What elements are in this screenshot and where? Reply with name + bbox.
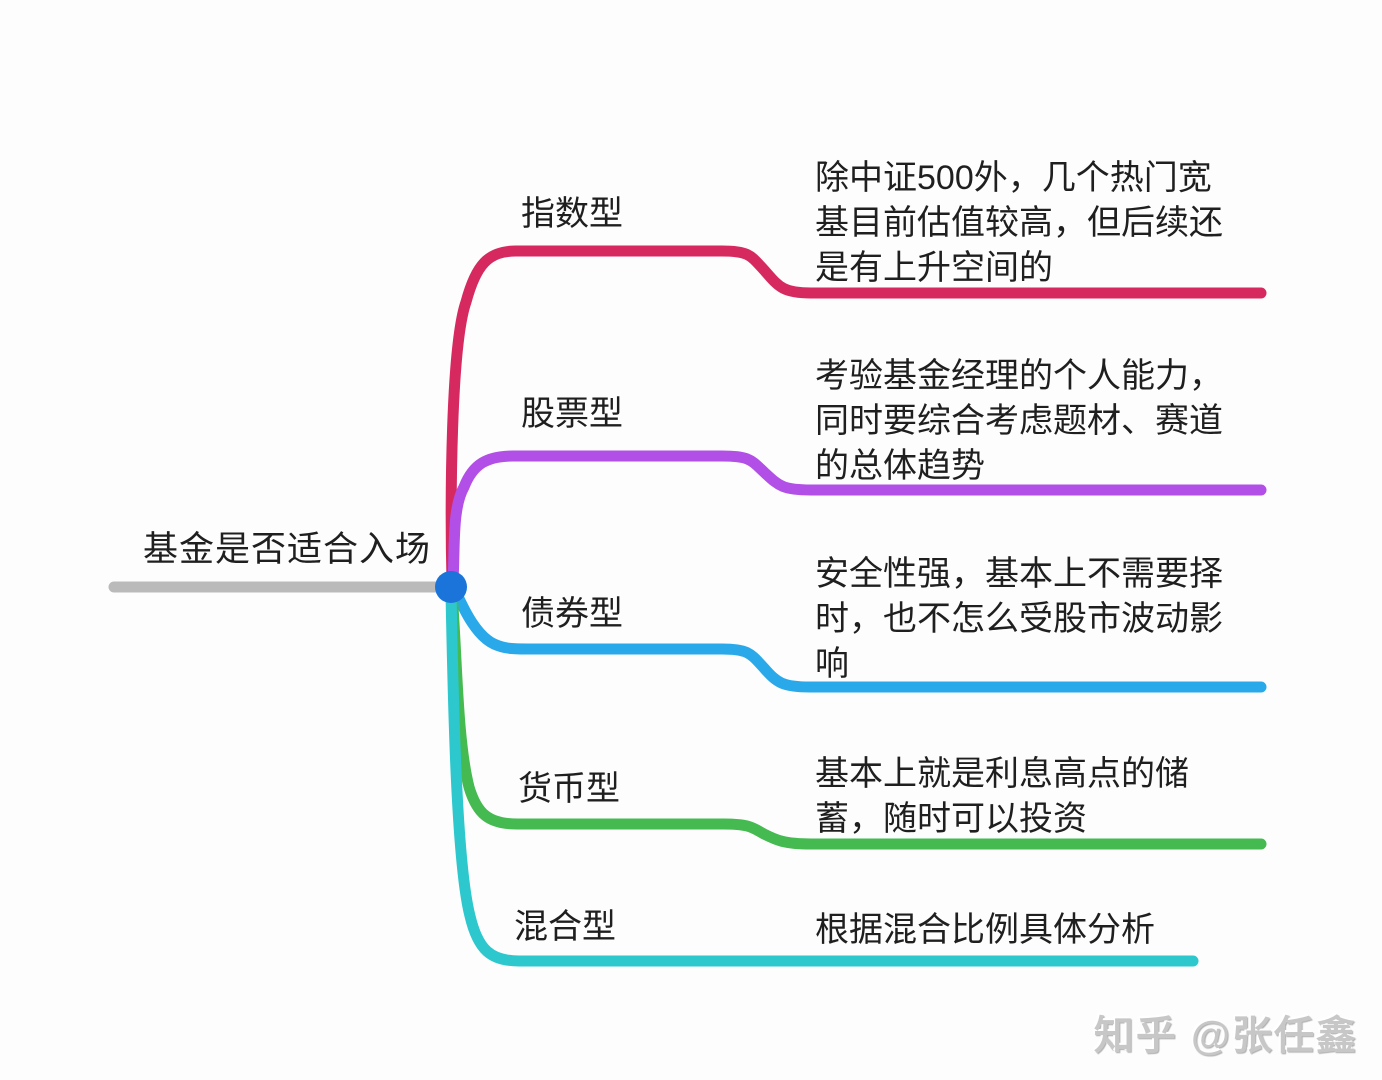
root-node-label: 基金是否适合入场 <box>143 530 432 569</box>
root-node-dot <box>435 571 467 603</box>
branch-description-money: 基本上就是利息高点的储 蓄，随时可以投资 <box>815 755 1189 838</box>
zhihu-watermark: 知乎 @张任鑫 <box>1093 1014 1358 1058</box>
branch-line-hybrid <box>445 587 1199 967</box>
branch-description-bond: 安全性强，基本上不需要择 时，也不怎么受股市波动影 响 <box>815 555 1223 683</box>
branch-description-stock: 考验基金经理的个人能力， 同时要综合考虑题材、赛道 的总体趋势 <box>815 357 1223 485</box>
branch-label-hybrid: 混合型 <box>514 908 616 946</box>
branch-description-index: 除中证500外，几个热门宽 基目前估值较高，但后续还 是有上升空间的 <box>815 159 1223 287</box>
branch-line-stock <box>447 450 1267 586</box>
branch-description-hybrid: 根据混合比例具体分析 <box>815 911 1155 949</box>
branch-line-bond <box>450 586 1267 693</box>
branch-line-index <box>445 245 1267 588</box>
branch-label-money: 货币型 <box>518 770 620 808</box>
branch-label-stock: 股票型 <box>521 395 623 433</box>
branch-label-index: 指数型 <box>521 195 623 233</box>
branch-label-bond: 债券型 <box>521 595 623 633</box>
